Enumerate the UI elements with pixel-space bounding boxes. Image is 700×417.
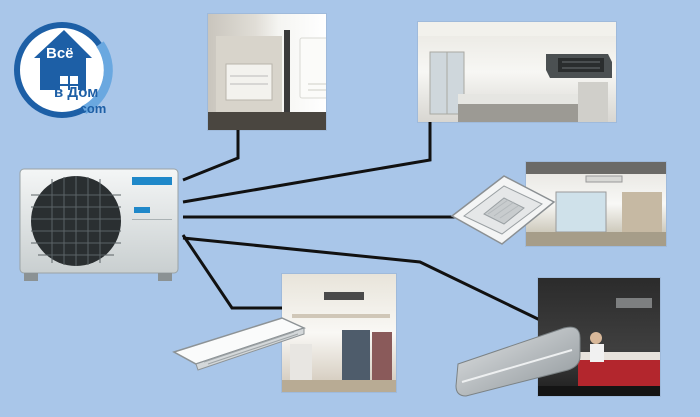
outdoor-unit-icon <box>19 168 179 281</box>
photo-kitchen-ducted <box>418 22 616 122</box>
line-to-wall <box>182 236 541 322</box>
shop-interior-icon <box>282 292 396 392</box>
logo-text-middle: в Дом <box>54 84 99 101</box>
line-to-console <box>182 130 240 182</box>
vsevdom-logo[interactable] <box>12 6 122 124</box>
logo-house-icon <box>14 22 113 118</box>
floor-console-unit-icon <box>208 30 326 130</box>
logo-text-domain: .com <box>76 101 107 116</box>
bedroom-interior-icon <box>538 298 660 396</box>
daikin-logo-icon <box>132 177 172 185</box>
photo-floor-console <box>208 14 326 130</box>
line-to-suspended <box>181 234 292 310</box>
wall-mounted-unit-icon <box>455 326 581 397</box>
line-to-ducted <box>182 122 432 204</box>
ceiling-suspended-unit-icon <box>172 317 306 371</box>
ceiling-suspended-unit <box>170 312 306 372</box>
photo-bedroom-wall <box>538 278 660 396</box>
ceiling-cassette-unit-icon <box>450 175 556 245</box>
wall-mounted-unit <box>452 322 584 398</box>
cassette-room-icon <box>526 162 666 246</box>
ceiling-cassette-unit <box>446 168 558 248</box>
photo-shop-suspended <box>282 274 396 392</box>
logo-text-top: Всё <box>46 45 74 62</box>
ducted-unit-icon <box>418 22 616 122</box>
outdoor-unit <box>18 165 186 285</box>
